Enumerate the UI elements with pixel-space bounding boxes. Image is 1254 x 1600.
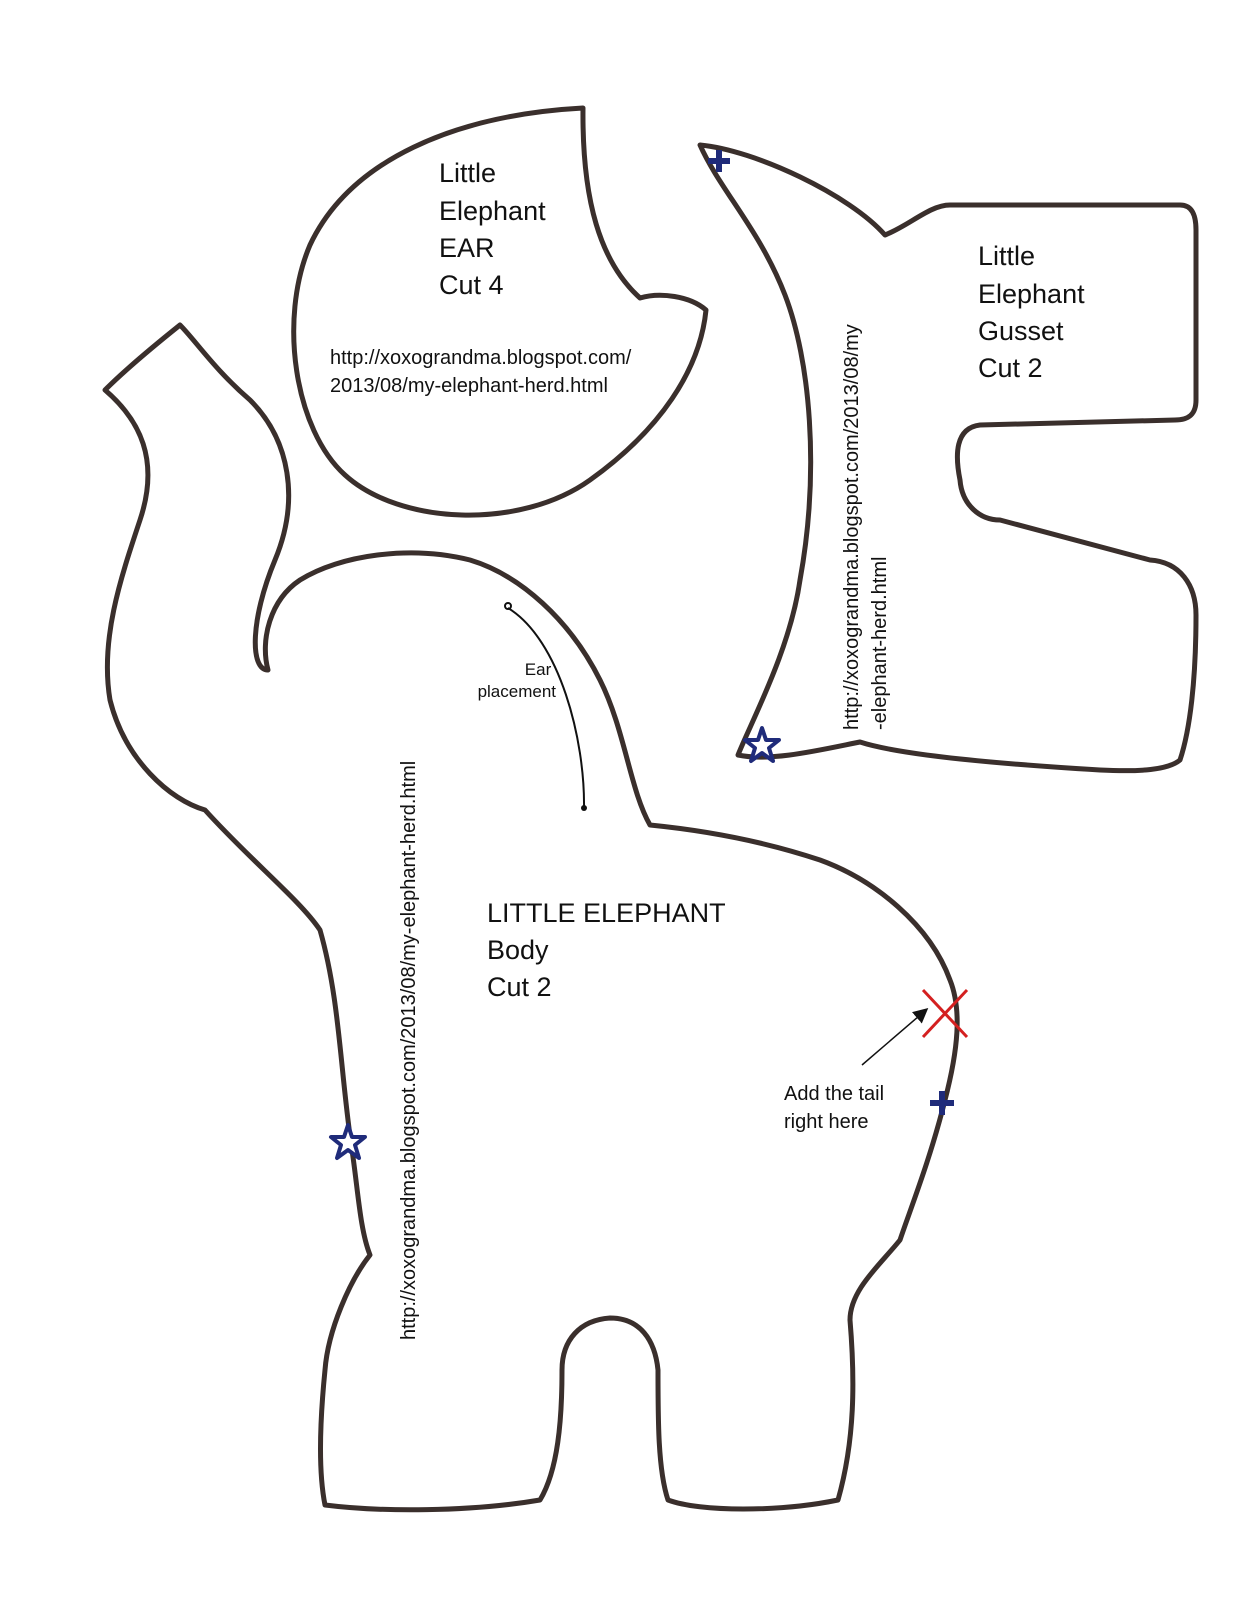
ear-placement-line [507,607,586,809]
ear-placement-line-text: Ear [525,660,552,679]
ear-label-line: Little [439,158,496,188]
tail-note: Add the tail right here [784,1083,890,1133]
ear-outline [291,105,709,518]
ear-url-line: 2013/08/my-elephant-herd.html [330,375,608,397]
ear-label: Little Elephant EAR Cut 4 [439,158,553,300]
body-label-line: Cut 2 [487,972,552,1002]
gusset-url-line: -elephant-herd.html [869,557,891,730]
ear-label-line: EAR [439,233,495,263]
ear-placement-label: Ear placement [478,660,557,701]
gusset-label-line: Cut 2 [978,353,1043,383]
body-url: http://xoxograndma.blogspot.com/2013/08/… [398,761,420,1340]
ear-placement-line-text: placement [478,682,557,701]
body-outline [102,322,960,1513]
star-icon [329,1123,367,1160]
gusset-piece: Little Elephant Gusset Cut 2 http://xoxo… [697,142,1199,774]
gusset-label-line: Elephant [978,279,1085,309]
gusset-outline [697,142,1199,774]
gusset-url-line: http://xoxograndma.blogspot.com/2013/08/… [841,324,863,730]
tail-note-line: Add the tail [784,1083,884,1105]
ear-placement-start-dot [504,602,512,610]
tail-note-line: right here [784,1111,869,1133]
ear-placement-end-dot [581,805,587,811]
body-url-line: http://xoxograndma.blogspot.com/2013/08/… [398,761,420,1340]
plus-icon [708,150,730,172]
body-piece: LITTLE ELEPHANT Body Cut 2 http://xoxogr… [102,322,969,1513]
ear-url: http://xoxograndma.blogspot.com/ 2013/08… [330,347,637,397]
plus-icon [930,1091,954,1115]
ear-piece: Little Elephant EAR Cut 4 http://xoxogra… [291,105,709,518]
gusset-label-line: Gusset [978,316,1064,346]
tail-arrow [861,1008,929,1066]
ear-label-line: Elephant [439,196,546,226]
star-icon [743,726,781,763]
body-label: LITTLE ELEPHANT Body Cut 2 [487,898,733,1002]
body-label-line: LITTLE ELEPHANT [487,898,725,928]
ear-label-line: Cut 4 [439,270,504,300]
body-label-line: Body [487,935,549,965]
ear-url-line: http://xoxograndma.blogspot.com/ [330,347,632,369]
gusset-label: Little Elephant Gusset Cut 2 [978,241,1092,383]
gusset-label-line: Little [978,241,1035,271]
gusset-url: http://xoxograndma.blogspot.com/2013/08/… [841,319,891,730]
x-mark-icon [921,988,969,1039]
